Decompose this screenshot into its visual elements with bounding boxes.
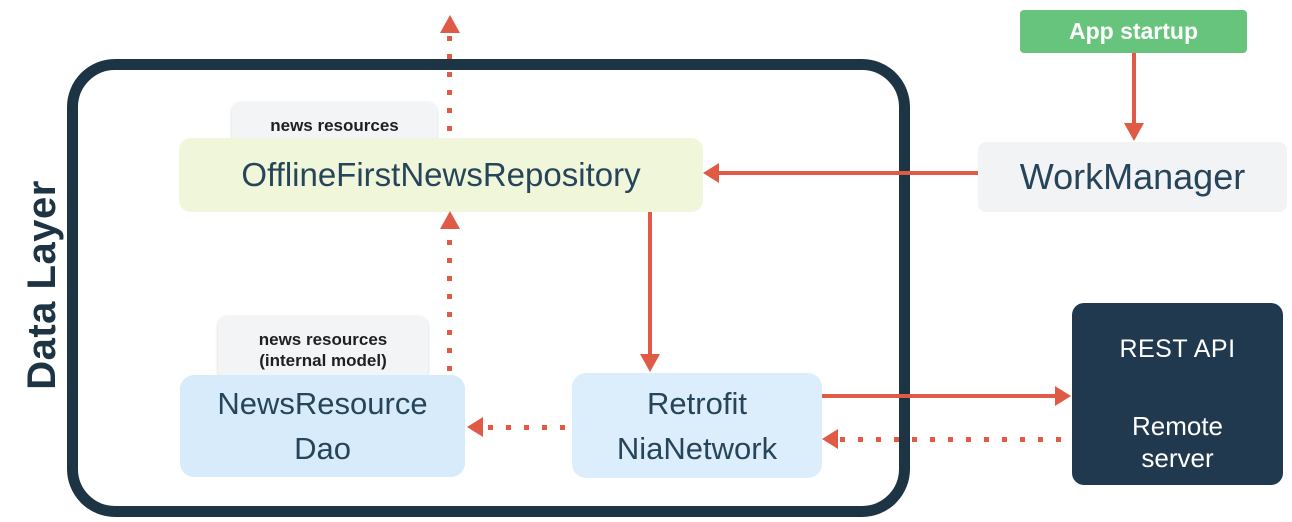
dao-label-line1: NewsResource xyxy=(217,386,428,421)
arrow-remote-to-network-dotted-line xyxy=(840,437,1066,442)
remote-server-line2: server xyxy=(1141,443,1214,473)
node-retrofit-nianetwork: Retrofit NiaNetwork xyxy=(572,373,822,478)
remote-server-label: Remote server xyxy=(1132,410,1223,474)
arrow-repository-to-network-line xyxy=(648,212,652,354)
workmanager-label: WorkManager xyxy=(1019,156,1246,197)
arrow-appstartup-to-workmanager-line xyxy=(1132,53,1136,123)
chip-internal-line2: (internal model) xyxy=(259,351,387,370)
node-app-startup: App startup xyxy=(1020,10,1247,53)
chip-news-resources-internal: news resources (internal model) xyxy=(218,316,428,380)
rest-api-label: REST API xyxy=(1119,335,1236,363)
arrow-dao-to-repository-dotted-line xyxy=(447,240,452,376)
dao-label-line2: Dao xyxy=(294,431,351,466)
node-workmanager: WorkManager xyxy=(978,142,1287,212)
repository-label: OfflineFirstNewsRepository xyxy=(241,156,641,193)
arrow-repository-up-arrowhead xyxy=(440,15,460,33)
arrow-network-to-dao-dotted-line xyxy=(488,425,572,430)
node-news-resource-dao: NewsResource Dao xyxy=(180,375,465,477)
app-startup-label: App startup xyxy=(1068,18,1199,44)
data-layer-title: Data Layer xyxy=(19,180,64,390)
arrow-remote-to-network-arrowhead xyxy=(822,429,838,449)
arrow-workmanager-to-repository-line xyxy=(719,171,978,175)
network-label-line2: NiaNetwork xyxy=(616,430,778,466)
chip-internal-line1: news resources xyxy=(258,330,388,349)
arrow-repository-to-network-arrowhead xyxy=(640,354,660,372)
arrow-network-to-remote-arrowhead xyxy=(1055,386,1071,406)
arrow-repository-up-dotted-line xyxy=(447,36,452,136)
remote-server-line1: Remote xyxy=(1131,411,1224,441)
arrow-appstartup-to-workmanager-arrowhead xyxy=(1124,123,1144,141)
arrow-network-to-dao-arrowhead xyxy=(467,417,483,437)
node-remote-server: REST API Remote server xyxy=(1072,303,1283,485)
chip-news-resources-text: news resources xyxy=(270,116,399,135)
data-layer-boundary xyxy=(67,59,910,517)
arrow-network-to-remote-line xyxy=(822,394,1055,398)
arrow-workmanager-to-repository-arrowhead xyxy=(703,163,719,183)
arrow-dao-to-repository-arrowhead xyxy=(440,211,460,229)
node-offline-first-news-repository: OfflineFirstNewsRepository xyxy=(179,138,703,212)
network-label-line1: Retrofit xyxy=(647,385,747,421)
